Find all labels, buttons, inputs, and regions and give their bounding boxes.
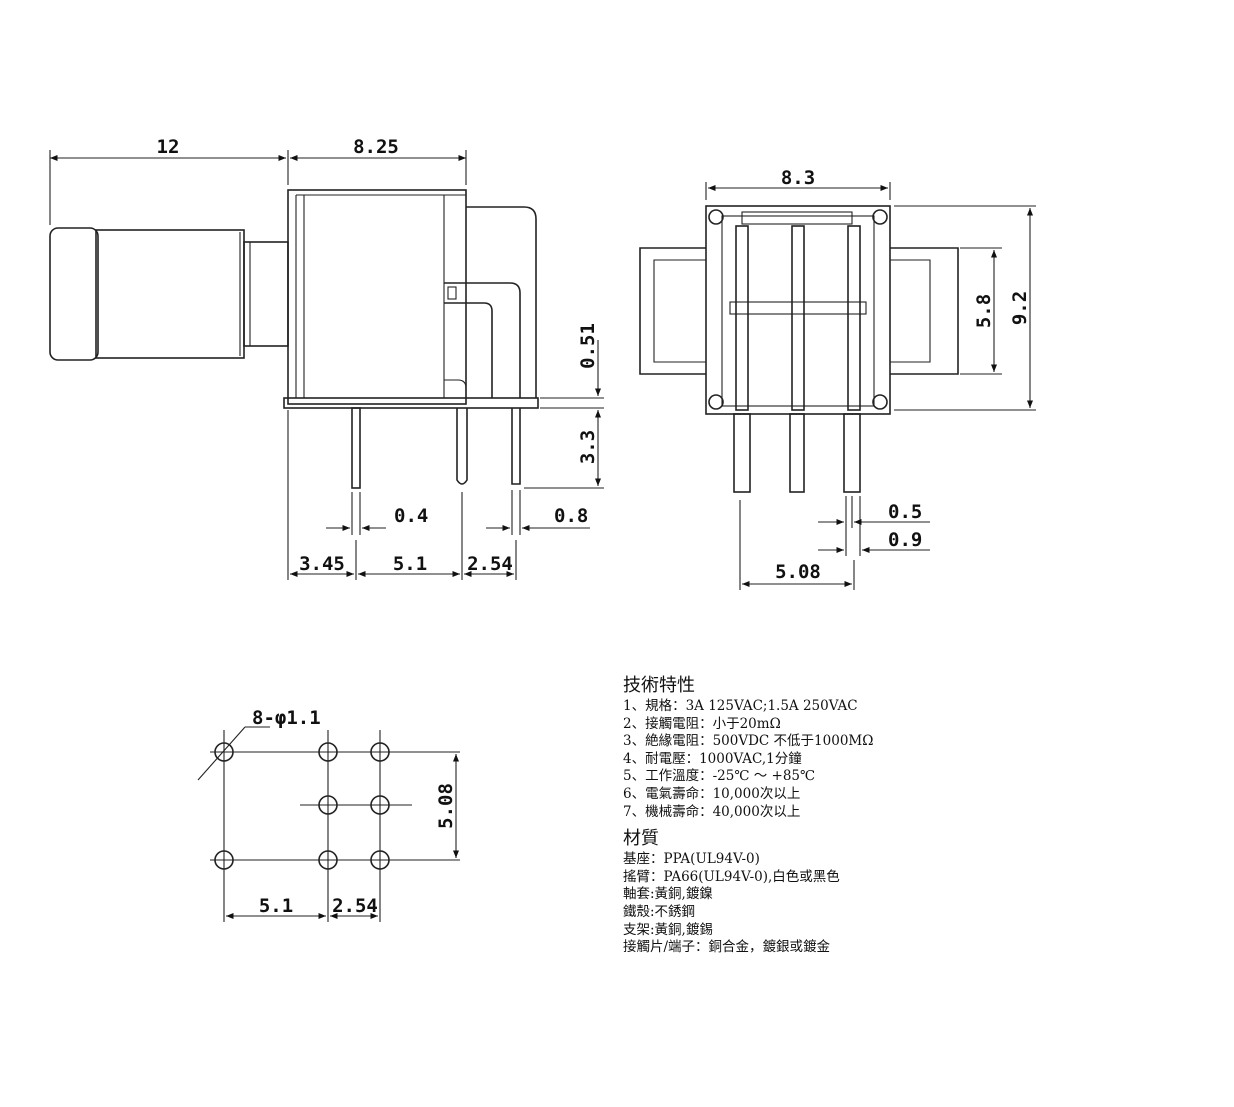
dim-pin-spacing-1: 5.1 xyxy=(393,553,427,575)
bushing xyxy=(243,241,289,347)
material-item: 搖臂：PA66(UL94V-0),白色或黑色 xyxy=(623,868,840,885)
dim-pin-thickness: 0.5 xyxy=(888,501,922,523)
tech-item: 1、規格：3A 125VAC;1.5A 250VAC xyxy=(623,698,858,714)
pcb-footprint: 8-φ1.1 5.08 5.1 2.54 xyxy=(197,707,460,922)
front-pin-left xyxy=(733,413,751,493)
terminal-3 xyxy=(511,408,521,485)
dim-footprint-col-spacing-2: 2.54 xyxy=(332,895,378,917)
dim-pin-row-spacing: 5.08 xyxy=(775,561,821,583)
plunger-cap xyxy=(49,227,99,361)
dim-plunger-length: 12 xyxy=(157,136,180,158)
tech-title: 技術特性 xyxy=(623,675,695,696)
dim-pin-spacing-2: 2.54 xyxy=(467,553,513,575)
dim-edge-to-pin: 3.45 xyxy=(299,553,345,575)
hole-callout: 8-φ1.1 xyxy=(252,707,321,729)
spec-sheet: 技術特性 1、規格：3A 125VAC;1.5A 250VAC 2、接觸電阻：小… xyxy=(623,674,873,957)
tech-item: 7、機械壽命：40,000次以上 xyxy=(623,803,801,820)
tech-item: 6、電氣壽命：10,000次以上 xyxy=(623,785,801,802)
dim-inner-height: 5.8 xyxy=(973,294,995,328)
front-pin-center xyxy=(789,413,805,493)
rear-bracket xyxy=(466,206,537,398)
dim-terminal-length: 3.3 xyxy=(577,430,599,464)
base-plate xyxy=(283,397,539,409)
dim-front-width: 8.3 xyxy=(781,167,815,189)
plunger-shaft xyxy=(95,229,245,359)
terminal-1 xyxy=(351,407,361,489)
terminal-2 xyxy=(456,408,468,485)
material-item: 基座：PPA(UL94V-0) xyxy=(623,851,760,868)
material-title: 材質 xyxy=(623,828,659,850)
dim-terminal-offset: 0.51 xyxy=(577,323,599,369)
front-frame xyxy=(705,205,891,415)
front-view: 8.3 5.8 9.2 0.5 0.9 5.08 xyxy=(639,167,1036,590)
tech-item: 2、接觸電阻：小于20mΩ xyxy=(623,715,781,732)
dim-body-length: 8.25 xyxy=(353,136,399,158)
tech-item: 3、絶緣電阻：500VDC 不低于1000MΩ xyxy=(623,733,874,750)
front-pin-right xyxy=(843,413,861,493)
dim-terminal-width: 0.8 xyxy=(554,505,588,527)
side-view: 12 8.25 0.51 3.3 0.4 0.8 3.45 5.1 2.54 xyxy=(49,136,604,580)
dim-front-height: 9.2 xyxy=(1009,291,1031,325)
right-ear xyxy=(890,247,959,375)
switch-body xyxy=(287,189,467,405)
dim-terminal-thickness: 0.4 xyxy=(394,505,428,527)
tech-item: 4、耐電壓：1000VAC,1分鐘 xyxy=(623,750,802,767)
dim-pin-width: 0.9 xyxy=(888,529,922,551)
material-item: 支架:黃銅,鍍錫 xyxy=(623,921,713,938)
left-ear xyxy=(639,247,706,375)
material-item: 接觸片/端子：銅合金，鍍銀或鍍金 xyxy=(623,939,831,956)
dim-footprint-row-spacing: 5.08 xyxy=(435,783,457,829)
material-item: 軸套:黃銅,鍍鎳 xyxy=(623,886,713,903)
material-item: 鐵殼:不銹鋼 xyxy=(623,903,696,920)
tech-item: 5、工作溫度：-25℃ ～ +85℃ xyxy=(623,768,816,785)
corner-rivet xyxy=(708,209,724,225)
dim-footprint-col-spacing-1: 5.1 xyxy=(259,895,293,917)
